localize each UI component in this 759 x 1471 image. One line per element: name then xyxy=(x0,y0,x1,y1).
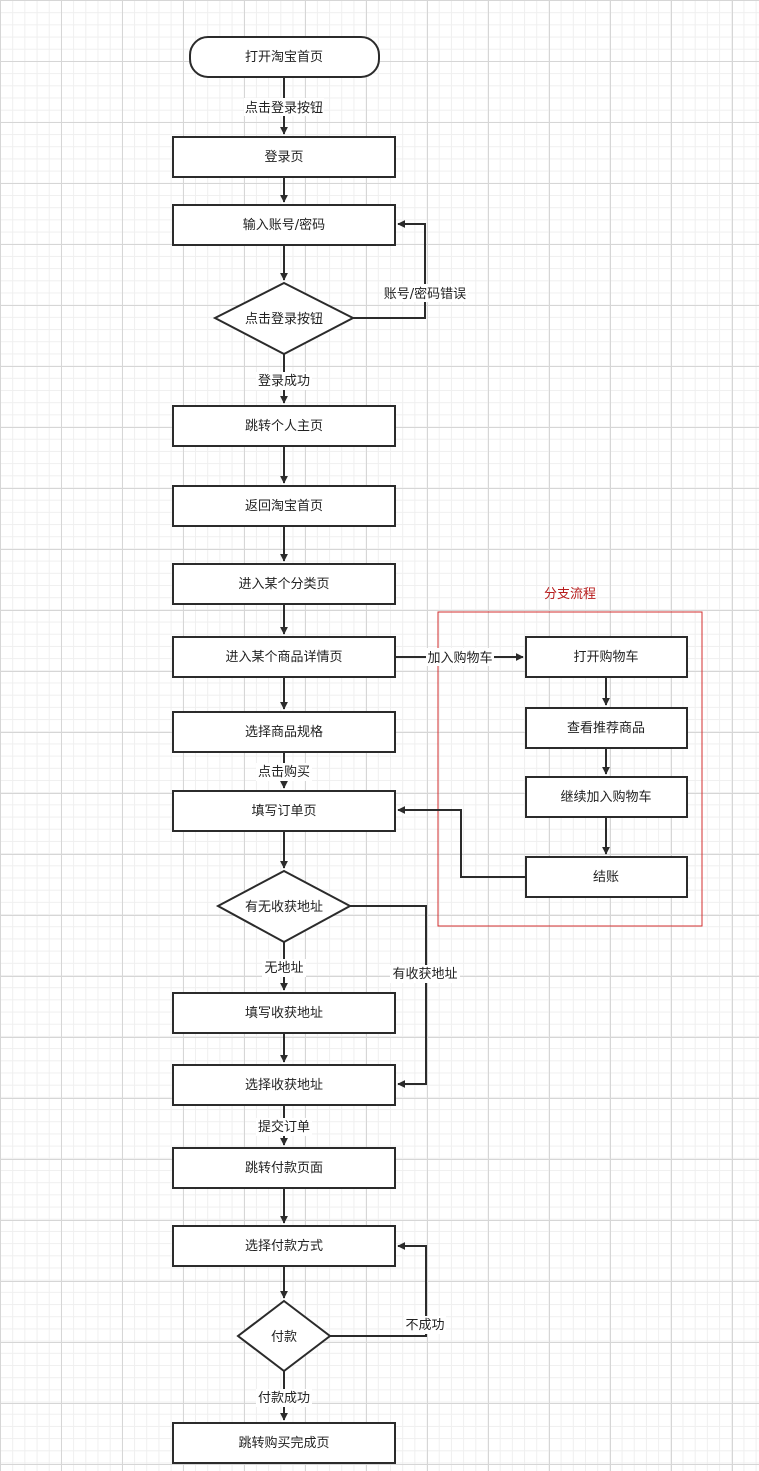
node-select-spec-label: 选择商品规格 xyxy=(245,724,323,740)
edge-label-no-address: 无地址 xyxy=(264,961,303,976)
edge-label-add-to-cart: 加入购物车 xyxy=(427,650,492,666)
node-pay-decision-label: 付款 xyxy=(271,1330,297,1345)
node-fill-address-label: 填写收获地址 xyxy=(245,1006,323,1021)
node-fill-order[interactable]: 填写订单页 xyxy=(172,790,396,832)
node-select-payment-label: 选择付款方式 xyxy=(245,1238,323,1254)
node-click-login-decision-label: 点击登录按钮 xyxy=(245,312,323,327)
edge-label-click-buy: 点击购买 xyxy=(258,764,310,780)
node-product-detail-label: 进入某个商品详情页 xyxy=(225,650,342,665)
node-address-decision[interactable]: 有无收获地址 xyxy=(215,869,353,944)
node-product-detail[interactable]: 进入某个商品详情页 xyxy=(172,636,396,678)
node-personal-home-label: 跳转个人主页 xyxy=(245,419,323,434)
node-login-page-label: 登录页 xyxy=(264,150,303,165)
node-click-login-decision[interactable]: 点击登录按钮 xyxy=(212,281,356,356)
node-select-payment[interactable]: 选择付款方式 xyxy=(172,1225,396,1267)
node-purchase-done-label: 跳转购买完成页 xyxy=(238,1435,329,1451)
node-continue-cart[interactable]: 继续加入购物车 xyxy=(525,776,688,818)
edge-label-has-address: 有收获地址 xyxy=(392,967,457,982)
node-checkout[interactable]: 结账 xyxy=(525,856,688,898)
node-view-recommend-label: 查看推荐商品 xyxy=(567,720,645,736)
edge-label-failed: 不成功 xyxy=(405,1318,444,1333)
node-checkout-label: 结账 xyxy=(593,870,619,885)
node-continue-cart-label: 继续加入购物车 xyxy=(560,789,651,805)
node-input-account-label: 输入账号/密码 xyxy=(243,217,325,233)
connectors xyxy=(280,77,610,1421)
edge-labels: 点击登录按钮 账号/密码错误 登录成功 加入购物车 点击购买 无地址 有收获地址… xyxy=(244,98,494,1407)
branch-group-frame xyxy=(437,611,703,927)
edge-label-pay-success: 付款成功 xyxy=(258,1391,310,1406)
edge-label-account-error: 账号/密码错误 xyxy=(384,286,466,302)
node-pay-decision[interactable]: 付款 xyxy=(236,1299,332,1373)
node-start-label: 打开淘宝首页 xyxy=(245,50,323,65)
node-payment-page[interactable]: 跳转付款页面 xyxy=(172,1147,396,1189)
node-category-page-label: 进入某个分类页 xyxy=(238,577,329,592)
node-payment-page-label: 跳转付款页面 xyxy=(245,1161,323,1176)
node-personal-home[interactable]: 跳转个人主页 xyxy=(172,405,396,447)
node-purchase-done[interactable]: 跳转购买完成页 xyxy=(172,1422,396,1464)
node-login-page[interactable]: 登录页 xyxy=(172,136,396,178)
node-select-address[interactable]: 选择收获地址 xyxy=(172,1064,396,1106)
branch-group-title: 分支流程 xyxy=(544,587,596,602)
node-category-page[interactable]: 进入某个分类页 xyxy=(172,563,396,605)
node-back-home-label: 返回淘宝首页 xyxy=(245,499,323,514)
node-start[interactable]: 打开淘宝首页 xyxy=(189,36,380,78)
node-select-spec[interactable]: 选择商品规格 xyxy=(172,711,396,753)
node-open-cart-label: 打开购物车 xyxy=(573,649,638,665)
node-open-cart[interactable]: 打开购物车 xyxy=(525,636,688,678)
node-fill-address[interactable]: 填写收获地址 xyxy=(172,992,396,1034)
node-select-address-label: 选择收获地址 xyxy=(245,1078,323,1093)
node-input-account[interactable]: 输入账号/密码 xyxy=(172,204,396,246)
node-view-recommend[interactable]: 查看推荐商品 xyxy=(525,707,688,749)
edge-label-submit-order: 提交订单 xyxy=(258,1119,310,1135)
edge-label-click-login: 点击登录按钮 xyxy=(245,101,323,116)
edge-label-login-success: 登录成功 xyxy=(258,374,310,389)
node-back-home[interactable]: 返回淘宝首页 xyxy=(172,485,396,527)
node-address-decision-label: 有无收获地址 xyxy=(245,900,323,915)
node-fill-order-label: 填写订单页 xyxy=(251,804,316,819)
